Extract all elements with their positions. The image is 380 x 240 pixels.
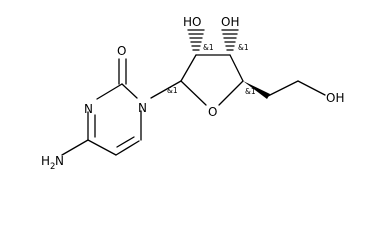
label-hydroxyl-terminal: OH [326, 91, 344, 105]
bond-c4-c5 [87, 139, 117, 156]
stereo-label-c3prime: &1 [238, 43, 249, 52]
hashed-bond-c2prime-oh [187, 29, 205, 51]
hashed-bond-c3prime-oh [221, 29, 239, 51]
label-ring-n3: N [84, 102, 93, 116]
bond-n1-c1prime [150, 80, 182, 99]
label-amino-h: H [41, 154, 50, 168]
furanose-ring [150, 54, 244, 106]
label-hydroxyl-c3prime: OH [221, 15, 239, 29]
label-carbonyl-oxygen: O [117, 44, 126, 58]
bond-c3prime-c4prime [229, 54, 244, 82]
label-amino-subscript: 2 [50, 162, 55, 172]
stereo-label-c4prime: &1 [245, 87, 256, 96]
bond-c4-nh2 [61, 139, 89, 156]
bond-o-c1prime [180, 80, 207, 106]
bond-c5-c6-double [116, 136, 135, 148]
stereo-label-c2prime: &1 [203, 43, 214, 52]
label-ring-oxygen: O [208, 105, 217, 119]
pyrimidine-ring [61, 58, 142, 156]
bond-ch2-oh [297, 80, 326, 96]
bond-c2-n3 [96, 83, 123, 100]
chemical-structure-diagram: O N N H 2 N O HO OH OH &1 &1 &1 &1 [41, 15, 344, 172]
stereo-label-c1prime: &1 [167, 86, 178, 95]
bond-c1prime-c2prime [180, 54, 197, 82]
label-ring-n1: N [138, 101, 147, 115]
wedge-bond-c4prime-ch2 [243, 81, 270, 99]
bond-c2-n1 [121, 83, 138, 99]
label-hydroxyl-c2prime: HO [183, 15, 201, 29]
bond-c5-c6 [115, 140, 140, 156]
bond-ch2-ch2 [267, 80, 299, 97]
bond-c4prime-o [218, 80, 244, 106]
label-amino-n: N [55, 154, 64, 168]
